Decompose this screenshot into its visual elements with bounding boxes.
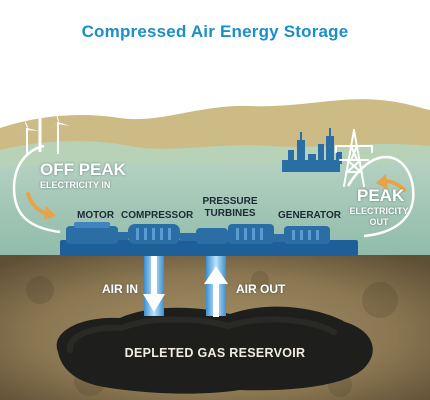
machinery-base xyxy=(60,240,358,256)
peak-label: PEAK xyxy=(357,186,405,205)
generator-unit xyxy=(284,226,330,244)
electricity-out-label-line2: OUT xyxy=(369,217,389,227)
power-line-out xyxy=(346,155,415,238)
air-out-label: AIR OUT xyxy=(236,282,286,296)
generator-label: GENERATOR xyxy=(278,210,341,221)
electricity-out-label-line1: ELECTRICITY xyxy=(349,206,409,216)
compressor-label: COMPRESSOR xyxy=(121,210,194,221)
machinery xyxy=(60,222,358,256)
turbine-unit-1 xyxy=(196,228,228,244)
pressure-turbines-label-line1: PRESSURE xyxy=(202,196,258,207)
electricity-in-arrow-icon xyxy=(26,192,56,220)
power-line-in xyxy=(12,144,61,234)
wind-turbines-icon xyxy=(18,74,70,156)
transmission-tower-icon xyxy=(335,129,373,187)
diagram-title: Compressed Air Energy Storage xyxy=(81,22,349,41)
pressure-turbines-label-line2: TURBINES xyxy=(204,208,256,219)
city-skyline-icon xyxy=(282,128,342,172)
reservoir-label: DEPLETED GAS RESERVOIR xyxy=(124,346,306,360)
electricity-out-arrow-icon xyxy=(376,174,406,192)
air-out-arrow-icon xyxy=(204,266,228,284)
motor-label: MOTOR xyxy=(77,210,115,221)
turbine-unit-2 xyxy=(228,224,274,244)
air-in-arrow-icon xyxy=(143,294,165,312)
air-out-pipe xyxy=(204,252,228,317)
off-peak-label: OFF PEAK xyxy=(40,160,126,179)
motor-unit xyxy=(66,226,118,244)
reservoir-shape xyxy=(56,306,373,394)
air-in-pipe xyxy=(143,252,165,316)
electricity-in-label: ELECTRICITY IN xyxy=(40,180,111,190)
air-in-label: AIR IN xyxy=(102,282,138,296)
